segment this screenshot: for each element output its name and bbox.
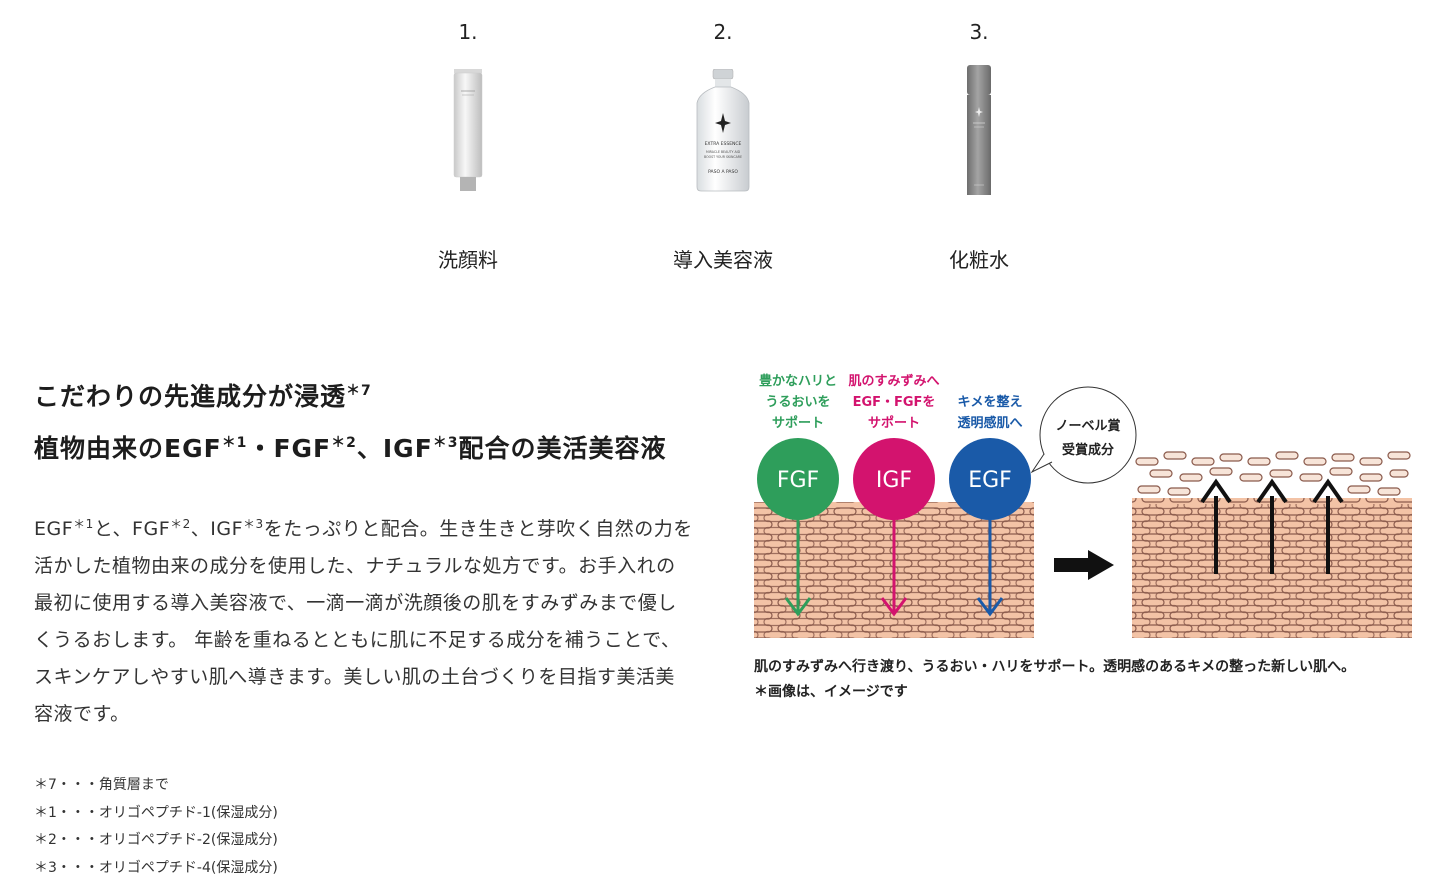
diagram-caption: 肌のすみずみへ行き渡り、うるおい・ハリをサポート。透明感のあるキメの整った新しい…	[754, 655, 1355, 705]
step-name: 導入美容液	[673, 248, 773, 272]
egf-desc-2: 透明感肌へ	[957, 415, 1022, 431]
transition-arrow-icon	[1054, 550, 1114, 580]
step-2: 2. EXTRA ESSENCE MIRACLE BEAUTY AID BOOS…	[623, 18, 823, 273]
vial-title: EXTRA ESSENCE	[705, 141, 742, 147]
section-heading: こだわりの先進成分が浸透＊7 植物由来のEGF＊1・FGF＊2、IGF＊3配合の…	[34, 368, 667, 472]
upward-arrows	[1200, 478, 1344, 574]
product-steps: 1. 洗顔料 2.	[0, 18, 1437, 298]
igf-desc-2: EGF・FGFを	[853, 395, 936, 410]
igf-desc-3: サポート	[868, 415, 920, 431]
fgf-desc-3: サポート	[772, 415, 824, 431]
caption-line-1: 肌のすみずみへ行き渡り、うるおい・ハリをサポート。透明感のあるキメの整った新しい…	[754, 659, 1356, 675]
skin-diagram: FGF IGF EGF 豊かなハリと うるおいを サポート 肌のすみずみへ EG…	[748, 362, 1418, 652]
fgf-desc-2: うるおいを	[765, 395, 830, 410]
egf-circle	[949, 438, 1031, 520]
fgf-circle	[757, 438, 839, 520]
vial-sub1: MIRACLE BEAUTY AID	[706, 150, 741, 154]
footnote: ＊3・・・オリゴペプチド-4(保湿成分)	[34, 859, 278, 876]
vial-sub2: BOOST YOUR SKINCARE	[704, 155, 742, 159]
spray-bottle-icon	[879, 46, 1079, 216]
fgf-desc-1: 豊かなハリと	[759, 373, 837, 389]
step-number: 3.	[969, 20, 989, 44]
vial-bottle-icon: EXTRA ESSENCE MIRACLE BEAUTY AID BOOST Y…	[623, 46, 823, 216]
egf-desc-1: キメを整え	[957, 394, 1022, 410]
tube-icon	[368, 46, 568, 216]
vial-brand: PASO A PASO	[708, 169, 738, 175]
step-1: 1. 洗顔料	[368, 18, 568, 273]
step-name: 化粧水	[949, 248, 1009, 272]
igf-desc-1: 肌のすみずみへ	[848, 373, 939, 389]
step-name: 洗顔料	[438, 248, 498, 272]
footnotes: ＊7・・・角質層まで ＊1・・・オリゴペプチド-1(保湿成分) ＊2・・・オリゴ…	[34, 772, 278, 882]
footnote: ＊1・・・オリゴペプチド-1(保湿成分)	[34, 804, 278, 821]
bubble-line-1: ノーベル賞	[1055, 418, 1120, 434]
skin-flakes	[1135, 451, 1411, 496]
footnote: ＊2・・・オリゴペプチド-2(保湿成分)	[34, 832, 278, 848]
fgf-label: FGF	[777, 468, 819, 493]
step-number: 1.	[458, 20, 478, 44]
bubble-line-2: 受賞成分	[1062, 442, 1114, 458]
footnote: ＊7・・・角質層まで	[34, 777, 169, 793]
heading-line-2: 植物由来のEGF＊1・FGF＊2、IGF＊3配合の美活美容液	[34, 434, 667, 463]
egf-label: EGF	[968, 468, 1012, 493]
heading-line-1: こだわりの先進成分が浸透＊7	[34, 382, 372, 411]
igf-circle	[853, 438, 935, 520]
step-3: 3. 化粧水	[879, 18, 1079, 273]
description-paragraph: EGF＊1と、FGF＊2、IGF＊3をたっぷりと配合。生き生きと芽吹く自然の力を…	[34, 517, 693, 725]
igf-label: IGF	[876, 468, 912, 493]
caption-line-2: ＊画像は、イメージです	[754, 684, 908, 700]
step-number: 2.	[713, 20, 733, 44]
nobel-bubble: ノーベル賞 受賞成分	[1030, 386, 1137, 484]
